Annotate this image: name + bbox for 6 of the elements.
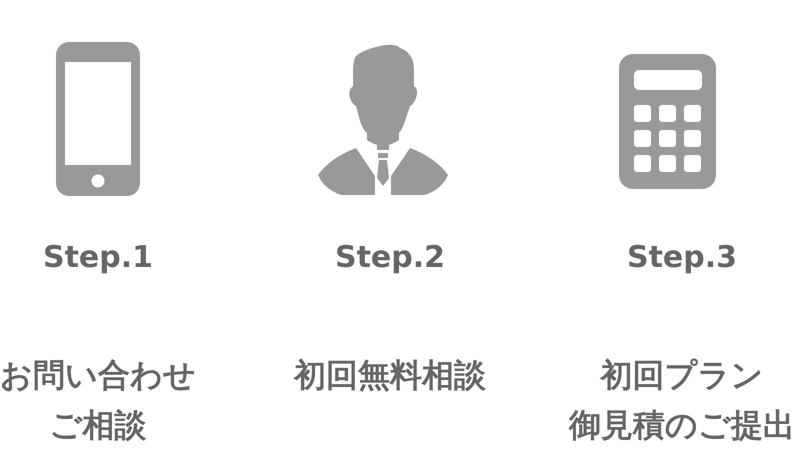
step-description: 初回無料相談 (292, 355, 487, 396)
step-label: Step.1 (42, 240, 154, 276)
step-description: 初回プラン御見積のご提出 (568, 355, 796, 446)
step-description: お問い合わせご相談 (0, 355, 197, 446)
step-label: Step.2 (334, 240, 446, 276)
step-label: Step.3 (626, 240, 738, 276)
